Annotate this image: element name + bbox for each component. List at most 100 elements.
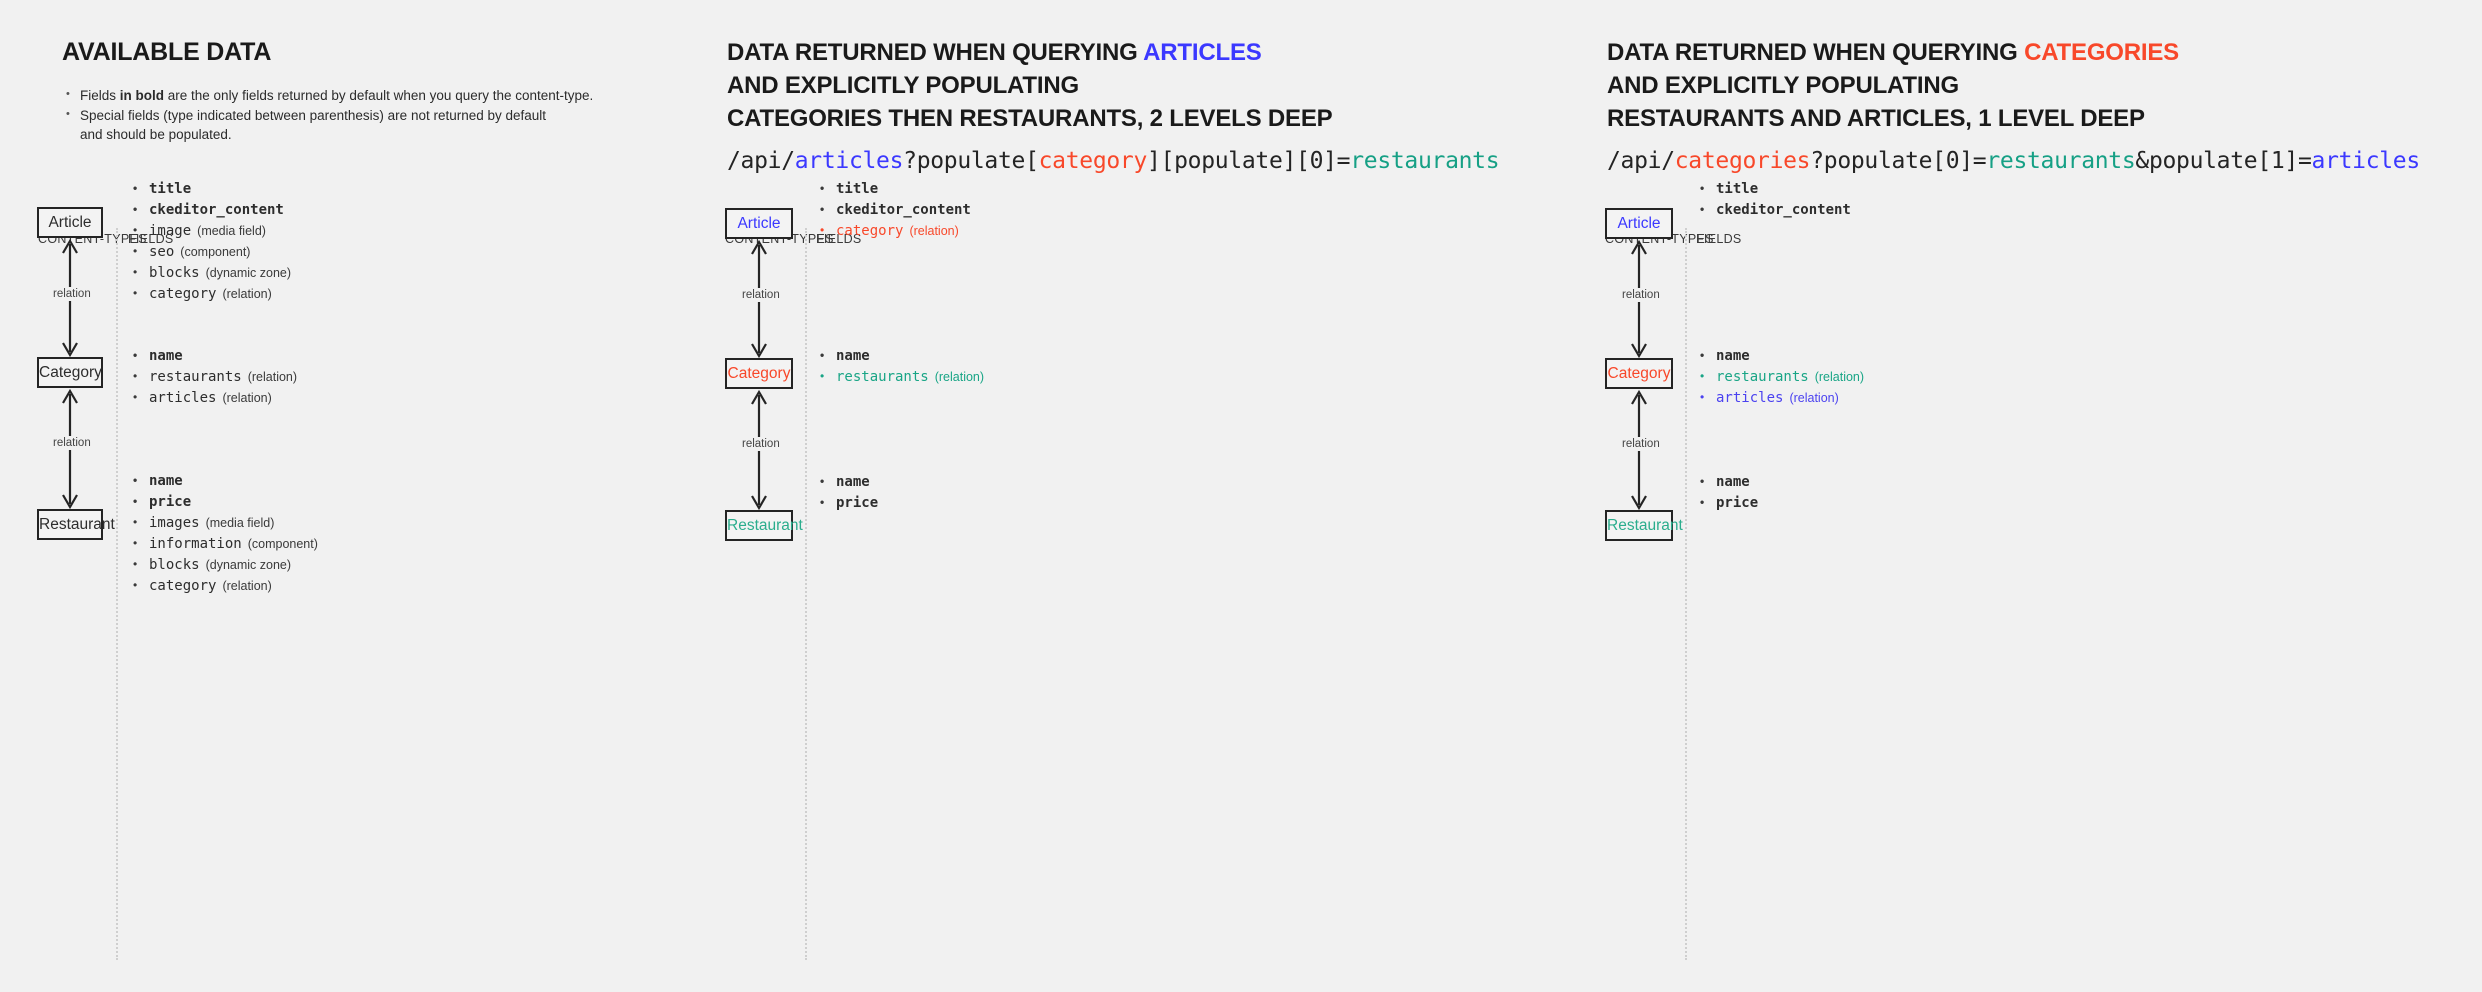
field-item: price bbox=[819, 493, 878, 512]
column-header-fields: FIELDS bbox=[1696, 232, 1742, 246]
node-restaurant[interactable]: Restaurant bbox=[725, 510, 803, 541]
heading-line3: CATEGORIES THEN RESTAURANTS, 2 LEVELS DE… bbox=[727, 105, 1333, 132]
url-segment: restaurants bbox=[1986, 148, 2136, 174]
relation-label: relation bbox=[1619, 437, 1663, 451]
field-name: name bbox=[149, 473, 183, 489]
note-text-pre: Fields bbox=[80, 88, 120, 103]
page-title: DATA RETURNED WHEN QUERYING CATEGORIES A… bbox=[1607, 36, 2179, 135]
field-item: name bbox=[1699, 346, 1864, 365]
field-type: (media field) bbox=[205, 516, 275, 530]
field-name: seo bbox=[149, 244, 175, 260]
field-type: (component) bbox=[247, 537, 318, 551]
field-item: ckeditor_content bbox=[1699, 200, 1851, 219]
field-item: blocks(dynamic zone) bbox=[132, 555, 318, 574]
heading-accent: ARTICLES bbox=[1143, 39, 1262, 66]
field-type: (relation) bbox=[1789, 391, 1839, 405]
field-name: restaurants bbox=[836, 369, 929, 385]
url-segment: ][populate][0]= bbox=[1147, 148, 1351, 174]
field-item: ckeditor_content bbox=[819, 200, 971, 219]
page-title: AVAILABLE DATA bbox=[62, 36, 271, 69]
node-article[interactable]: Article bbox=[725, 208, 793, 239]
field-name: restaurants bbox=[149, 369, 242, 385]
field-name: restaurants bbox=[1716, 369, 1809, 385]
heading-line2: AND EXPLICITLY POPULATING bbox=[1607, 72, 1959, 99]
panel-querying-categories: DATA RETURNED WHEN QUERYING CATEGORIES A… bbox=[1605, 0, 2482, 992]
field-item: information(component) bbox=[132, 534, 318, 553]
url-segment: category bbox=[1038, 148, 1148, 174]
field-item: image(media field) bbox=[132, 221, 291, 240]
field-name: images bbox=[149, 515, 200, 531]
page-title: DATA RETURNED WHEN QUERYING ARTICLES AND… bbox=[727, 36, 1333, 135]
field-type: (relation) bbox=[222, 391, 272, 405]
node-category[interactable]: Category bbox=[1605, 358, 1673, 389]
field-item: articles(relation) bbox=[1699, 388, 1864, 407]
field-name: ckeditor_content bbox=[1716, 202, 1851, 218]
field-name: category bbox=[149, 578, 217, 594]
url-segment: /api/ bbox=[727, 148, 795, 174]
note-item: Fields in bold are the only fields retur… bbox=[64, 85, 664, 105]
field-item: name bbox=[1699, 472, 1758, 491]
field-group-category: namerestaurants(relation)articles(relati… bbox=[132, 346, 298, 410]
panel-querying-articles: DATA RETURNED WHEN QUERYING ARTICLES AND… bbox=[725, 0, 1605, 992]
field-name: name bbox=[836, 348, 870, 364]
heading-prefix: DATA RETURNED WHEN QUERYING bbox=[1607, 39, 2025, 66]
field-name: ckeditor_content bbox=[149, 202, 284, 218]
node-article[interactable]: Article bbox=[1605, 208, 1673, 239]
field-item: blocks(dynamic zone) bbox=[132, 263, 291, 282]
note-text-bold: in bold bbox=[119, 88, 165, 103]
url-segment: categories bbox=[1674, 148, 1811, 174]
field-name: price bbox=[1716, 495, 1759, 511]
relation-label: relation bbox=[50, 287, 94, 301]
api-url: /api/categories?populate[0]=restaurants&… bbox=[1607, 148, 2420, 174]
field-group-article: title ckeditor_content bbox=[1699, 179, 1851, 222]
field-group-restaurant: name price bbox=[819, 472, 878, 515]
field-item: ckeditor_content bbox=[132, 200, 291, 219]
column-divider bbox=[116, 228, 118, 960]
field-name: image bbox=[149, 223, 192, 239]
heading-accent: CATEGORIES bbox=[2024, 39, 2179, 66]
url-segment: &populate[1]= bbox=[2135, 148, 2312, 174]
field-item: price bbox=[132, 492, 318, 511]
relation-label: relation bbox=[739, 437, 783, 451]
relation-label: relation bbox=[50, 436, 94, 450]
field-item: category(relation) bbox=[819, 221, 971, 240]
field-name: name bbox=[1716, 348, 1750, 364]
url-segment: restaurants bbox=[1350, 148, 1500, 174]
field-group-restaurant: name price images (media field) information(… bbox=[132, 471, 318, 598]
field-name: name bbox=[836, 474, 870, 490]
relation-label: relation bbox=[739, 288, 783, 302]
field-item: title bbox=[1699, 179, 1851, 198]
field-name: title bbox=[836, 181, 879, 197]
node-category[interactable]: Category bbox=[37, 357, 103, 388]
field-type: (component) bbox=[180, 245, 251, 259]
field-item: title bbox=[819, 179, 971, 198]
field-group-category: name restaurants(relation) bbox=[819, 346, 984, 389]
field-name: blocks bbox=[149, 557, 200, 573]
url-segment: articles bbox=[2311, 148, 2421, 174]
relation-label: relation bbox=[1619, 288, 1663, 302]
field-item: images (media field) bbox=[132, 513, 318, 532]
node-article[interactable]: Article bbox=[37, 207, 103, 238]
node-category[interactable]: Category bbox=[725, 358, 793, 389]
heading-prefix: AVAILABLE DATA bbox=[62, 38, 272, 66]
field-item: name bbox=[819, 346, 984, 365]
heading-prefix: DATA RETURNED WHEN QUERYING bbox=[727, 39, 1144, 66]
field-item: restaurants(relation) bbox=[1699, 367, 1864, 386]
field-item: restaurants(relation) bbox=[819, 367, 984, 386]
field-item: name bbox=[819, 472, 878, 491]
field-name: articles bbox=[149, 390, 217, 406]
node-restaurant[interactable]: Restaurant bbox=[37, 509, 115, 540]
field-name: price bbox=[149, 494, 192, 510]
field-type: (relation) bbox=[247, 370, 298, 384]
field-type: (relation) bbox=[222, 579, 272, 593]
field-group-restaurant: name price bbox=[1699, 472, 1759, 515]
note-item: Special fields (type indicated between p… bbox=[64, 105, 664, 144]
notes-list: Fields in bold are the only fields retur… bbox=[64, 85, 664, 145]
field-item: category(relation) bbox=[132, 284, 291, 303]
column-divider bbox=[805, 228, 807, 960]
note-text-pre: Special fields (type indicated between p… bbox=[80, 108, 547, 123]
node-restaurant[interactable]: Restaurant bbox=[1605, 510, 1683, 541]
url-segment: ?populate[ bbox=[903, 148, 1039, 174]
field-type: (relation) bbox=[222, 287, 272, 301]
field-item: title bbox=[132, 179, 291, 198]
